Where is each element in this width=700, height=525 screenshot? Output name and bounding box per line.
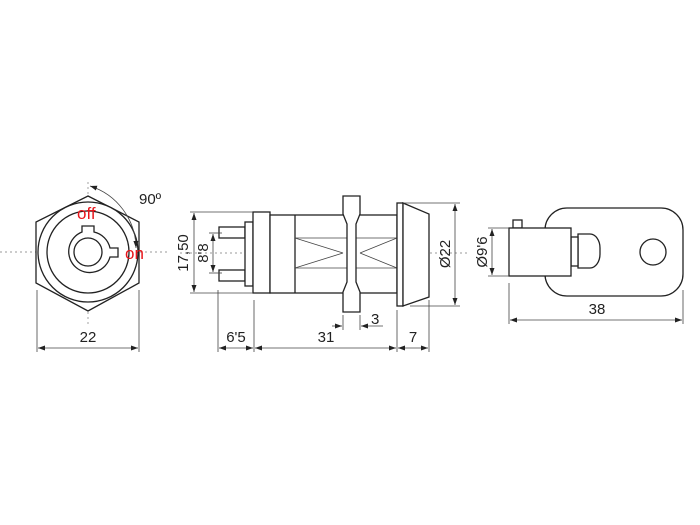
pin-spacing-dim: 8'8 — [195, 243, 212, 263]
front-view: 90º off on 22 — [0, 182, 170, 352]
on-label: on — [125, 244, 144, 263]
pin-length-dim: 6'5 — [226, 329, 246, 346]
switch-body — [269, 214, 398, 294]
mounting-nut — [342, 195, 361, 313]
height-dim: 17,50 — [175, 234, 192, 272]
body-length-dim: 31 — [318, 329, 335, 346]
rotation-arrow — [89, 185, 139, 249]
width-dim: 22 — [80, 329, 97, 346]
angle-label: 90º — [139, 191, 162, 208]
key-diameter-dim: Ø9'6 — [474, 236, 491, 267]
flange-diameter-dim: Ø22 — [437, 240, 454, 268]
front-flange — [396, 202, 404, 307]
key-length-dim: 38 — [589, 301, 606, 318]
side-view: 17,50 8'8 6'5 31 3 7 Ø22 — [175, 195, 470, 352]
nut-thickness-dim: 3 — [371, 311, 379, 328]
terminal-pin — [218, 226, 246, 239]
back-plate — [252, 211, 271, 294]
key-hole — [639, 238, 667, 266]
off-label: off — [77, 204, 96, 223]
key-cylinder — [508, 227, 572, 277]
key-tab — [512, 219, 523, 229]
flange-depth-dim: 7 — [409, 329, 417, 346]
terminal-pin — [218, 269, 246, 282]
key-view: Ø9'6 38 — [474, 207, 684, 324]
